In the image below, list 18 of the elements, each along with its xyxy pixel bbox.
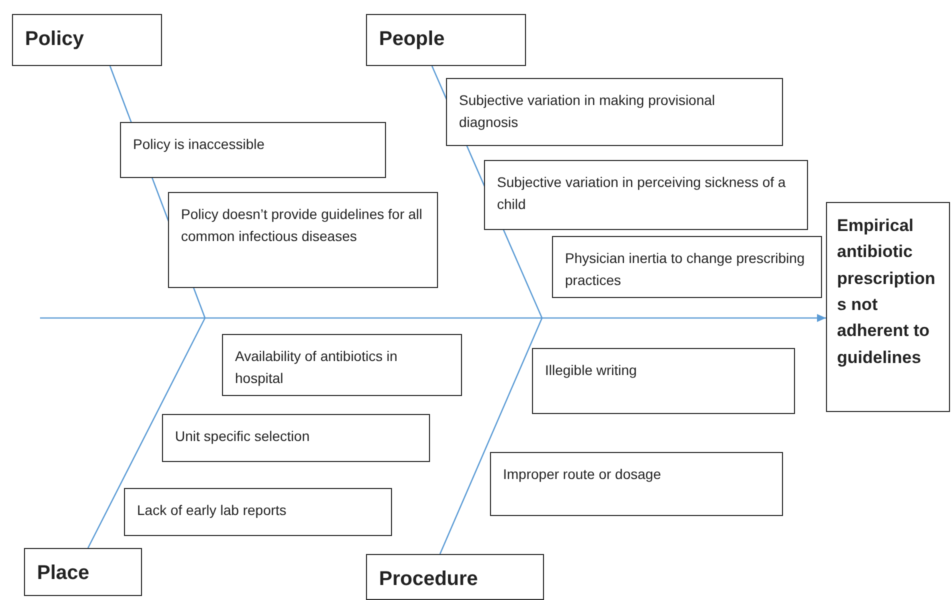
cause-box: Improper route or dosage <box>490 452 783 516</box>
category-box: Procedure <box>366 554 544 600</box>
cause-box: Unit specific selection <box>162 414 430 462</box>
bone-line <box>439 318 543 554</box>
category-box: Place <box>24 548 142 596</box>
bone-line <box>87 318 206 548</box>
category-box: Policy <box>12 14 162 66</box>
cause-box: Illegible writing <box>532 348 795 414</box>
cause-box: Policy doesn’t provide guidelines for all common infectious diseases <box>168 192 438 288</box>
effect-box: Empirical antibiotic prescription s not adherent to guidelines <box>826 202 950 412</box>
cause-box: Lack of early lab reports <box>124 488 392 536</box>
cause-box: Physician inertia to change prescribing practices <box>552 236 822 298</box>
cause-box: Availability of antibiotics in hospital <box>222 334 462 396</box>
cause-box: Subjective variation in making provisional diagnosis <box>446 78 783 146</box>
category-box: People <box>366 14 526 66</box>
cause-box: Policy is inaccessible <box>120 122 386 178</box>
cause-box: Subjective variation in perceiving sickness of a child <box>484 160 808 230</box>
spine-arrow <box>40 314 826 322</box>
